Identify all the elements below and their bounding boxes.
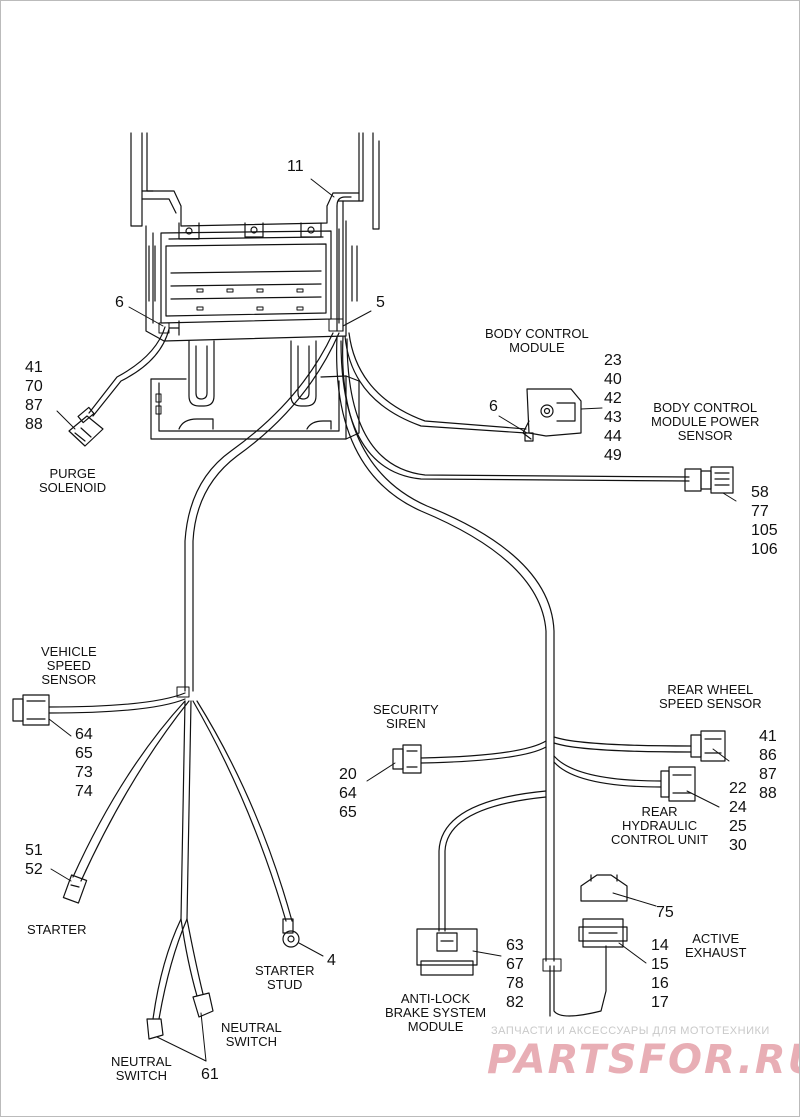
callout-purge-3: 87 (25, 397, 43, 414)
callout-bcm-1: 23 (604, 352, 622, 369)
callout-bcm-4: 43 (604, 409, 622, 426)
starter-stud-terminal (282, 918, 300, 948)
callout-rws-3: 87 (759, 766, 777, 783)
callout-abs-1: 63 (506, 937, 524, 954)
callout-hcu-3: 25 (729, 818, 747, 835)
callout-6-left: 6 (115, 294, 124, 311)
callout-purge-2: 70 (25, 378, 43, 395)
caption-security-siren: SECURITY SIREN (373, 702, 439, 731)
callout-abs-4: 82 (506, 994, 524, 1011)
caption-vehicle-speed-sensor: VEHICLE SPEED SENSOR (41, 644, 97, 687)
caption-neutral-switch-left: NEUTRAL SWITCH (111, 1054, 172, 1083)
callout-exhaust-1: 14 (651, 937, 669, 954)
callout-bcmps-3: 105 (751, 522, 778, 539)
neutral-switch-terminals (146, 992, 214, 1040)
watermark-brand: PARTSFOR.RU (487, 1037, 800, 1083)
callout-4: 4 (327, 952, 336, 969)
caption-bcm-power-sensor: BODY CONTROL MODULE POWER SENSOR (651, 400, 760, 443)
caption-rear-wheel-speed-sensor: REAR WHEEL SPEED SENSOR (659, 682, 762, 711)
watermark-tagline: ЗАПЧАСТИ И АКСЕССУАРЫ ДЛЯ МОТОТЕХНИКИ (491, 1025, 770, 1037)
callout-exhaust-2: 15 (651, 956, 669, 973)
callout-bcm-2: 40 (604, 371, 622, 388)
callout-hcu-list: 22 24 25 30 (729, 779, 747, 855)
leader-lines (48, 178, 737, 1062)
abs-module-connector (416, 928, 478, 976)
harness-wires (48, 196, 692, 1020)
caption-active-exhaust: ACTIVE EXHAUST (685, 931, 747, 960)
caption-body-control-module: BODY CONTROL MODULE (485, 326, 589, 355)
starter-connector (62, 874, 88, 904)
callout-bcm-3: 42 (604, 390, 622, 407)
callout-61: 61 (201, 1066, 219, 1083)
callout-purge-1: 41 (25, 359, 43, 376)
siren-connector (392, 744, 422, 774)
callout-rws-list: 41 86 87 88 (759, 727, 777, 803)
caption-starter: STARTER (27, 922, 87, 937)
body-control-module (522, 388, 582, 442)
callout-abs-2: 67 (506, 956, 524, 973)
callout-bcmps-2: 77 (751, 503, 769, 520)
callout-bcmps-list: 58 77 105 106 (751, 483, 778, 559)
caption-rear-hydraulic-control-unit: REAR HYDRAULIC CONTROL UNIT (611, 804, 709, 847)
callout-75: 75 (656, 904, 674, 921)
callout-5: 5 (376, 294, 385, 311)
callout-rws-4: 88 (759, 785, 777, 802)
frame-tray (130, 132, 380, 440)
hcu-connector (660, 766, 696, 802)
callout-bcmps-1: 58 (751, 484, 769, 501)
callout-siren-2: 64 (339, 785, 357, 802)
callout-purge-list: 41 70 87 88 (25, 358, 43, 434)
callout-starter-1: 51 (25, 842, 43, 859)
callout-bcm-6: 49 (604, 447, 622, 464)
callout-vss-3: 73 (75, 764, 93, 781)
callout-siren-3: 65 (339, 804, 357, 821)
callout-vss-list: 64 65 73 74 (75, 725, 93, 801)
callout-abs-list: 63 67 78 82 (506, 936, 524, 1012)
callout-hcu-1: 22 (729, 780, 747, 797)
callout-rws-1: 41 (759, 728, 777, 745)
caption-abs-module: ANTI-LOCK BRAKE SYSTEM MODULE (385, 991, 487, 1034)
callout-vss-4: 74 (75, 783, 93, 800)
active-exhaust-cap (580, 874, 628, 902)
callout-starter-list: 51 52 (25, 841, 43, 879)
callout-siren-list: 20 64 65 (339, 765, 357, 822)
callout-vss-1: 64 (75, 726, 93, 743)
callout-11: 11 (287, 158, 304, 175)
callout-starter-2: 52 (25, 861, 43, 878)
caption-starter-stud: STARTER STUD (255, 963, 315, 992)
callout-bcm-5: 44 (604, 428, 622, 445)
callout-siren-1: 20 (339, 766, 357, 783)
callout-vss-2: 65 (75, 745, 93, 762)
vss-connector (12, 694, 50, 726)
active-exhaust-connector (578, 918, 628, 948)
callout-exhaust-4: 17 (651, 994, 669, 1011)
callout-hcu-2: 24 (729, 799, 747, 816)
bcm-power-sensor-connector (684, 466, 734, 494)
callout-abs-3: 78 (506, 975, 524, 992)
caption-neutral-switch-right: NEUTRAL SWITCH (221, 1020, 282, 1049)
callout-purge-4: 88 (25, 416, 43, 433)
purge-solenoid-connector (68, 406, 104, 447)
callout-6-bcm: 6 (489, 398, 498, 415)
callout-exhaust-3: 16 (651, 975, 669, 992)
caption-purge-solenoid: PURGE SOLENOID (39, 466, 107, 495)
callout-bcmps-4: 106 (751, 541, 778, 558)
callout-rws-2: 86 (759, 747, 777, 764)
callout-hcu-4: 30 (729, 837, 747, 854)
callout-exhaust-list: 14 15 16 17 (651, 936, 669, 1012)
rws-connector (690, 730, 726, 762)
callout-bcm-list: 23 40 42 43 44 49 (604, 351, 622, 465)
